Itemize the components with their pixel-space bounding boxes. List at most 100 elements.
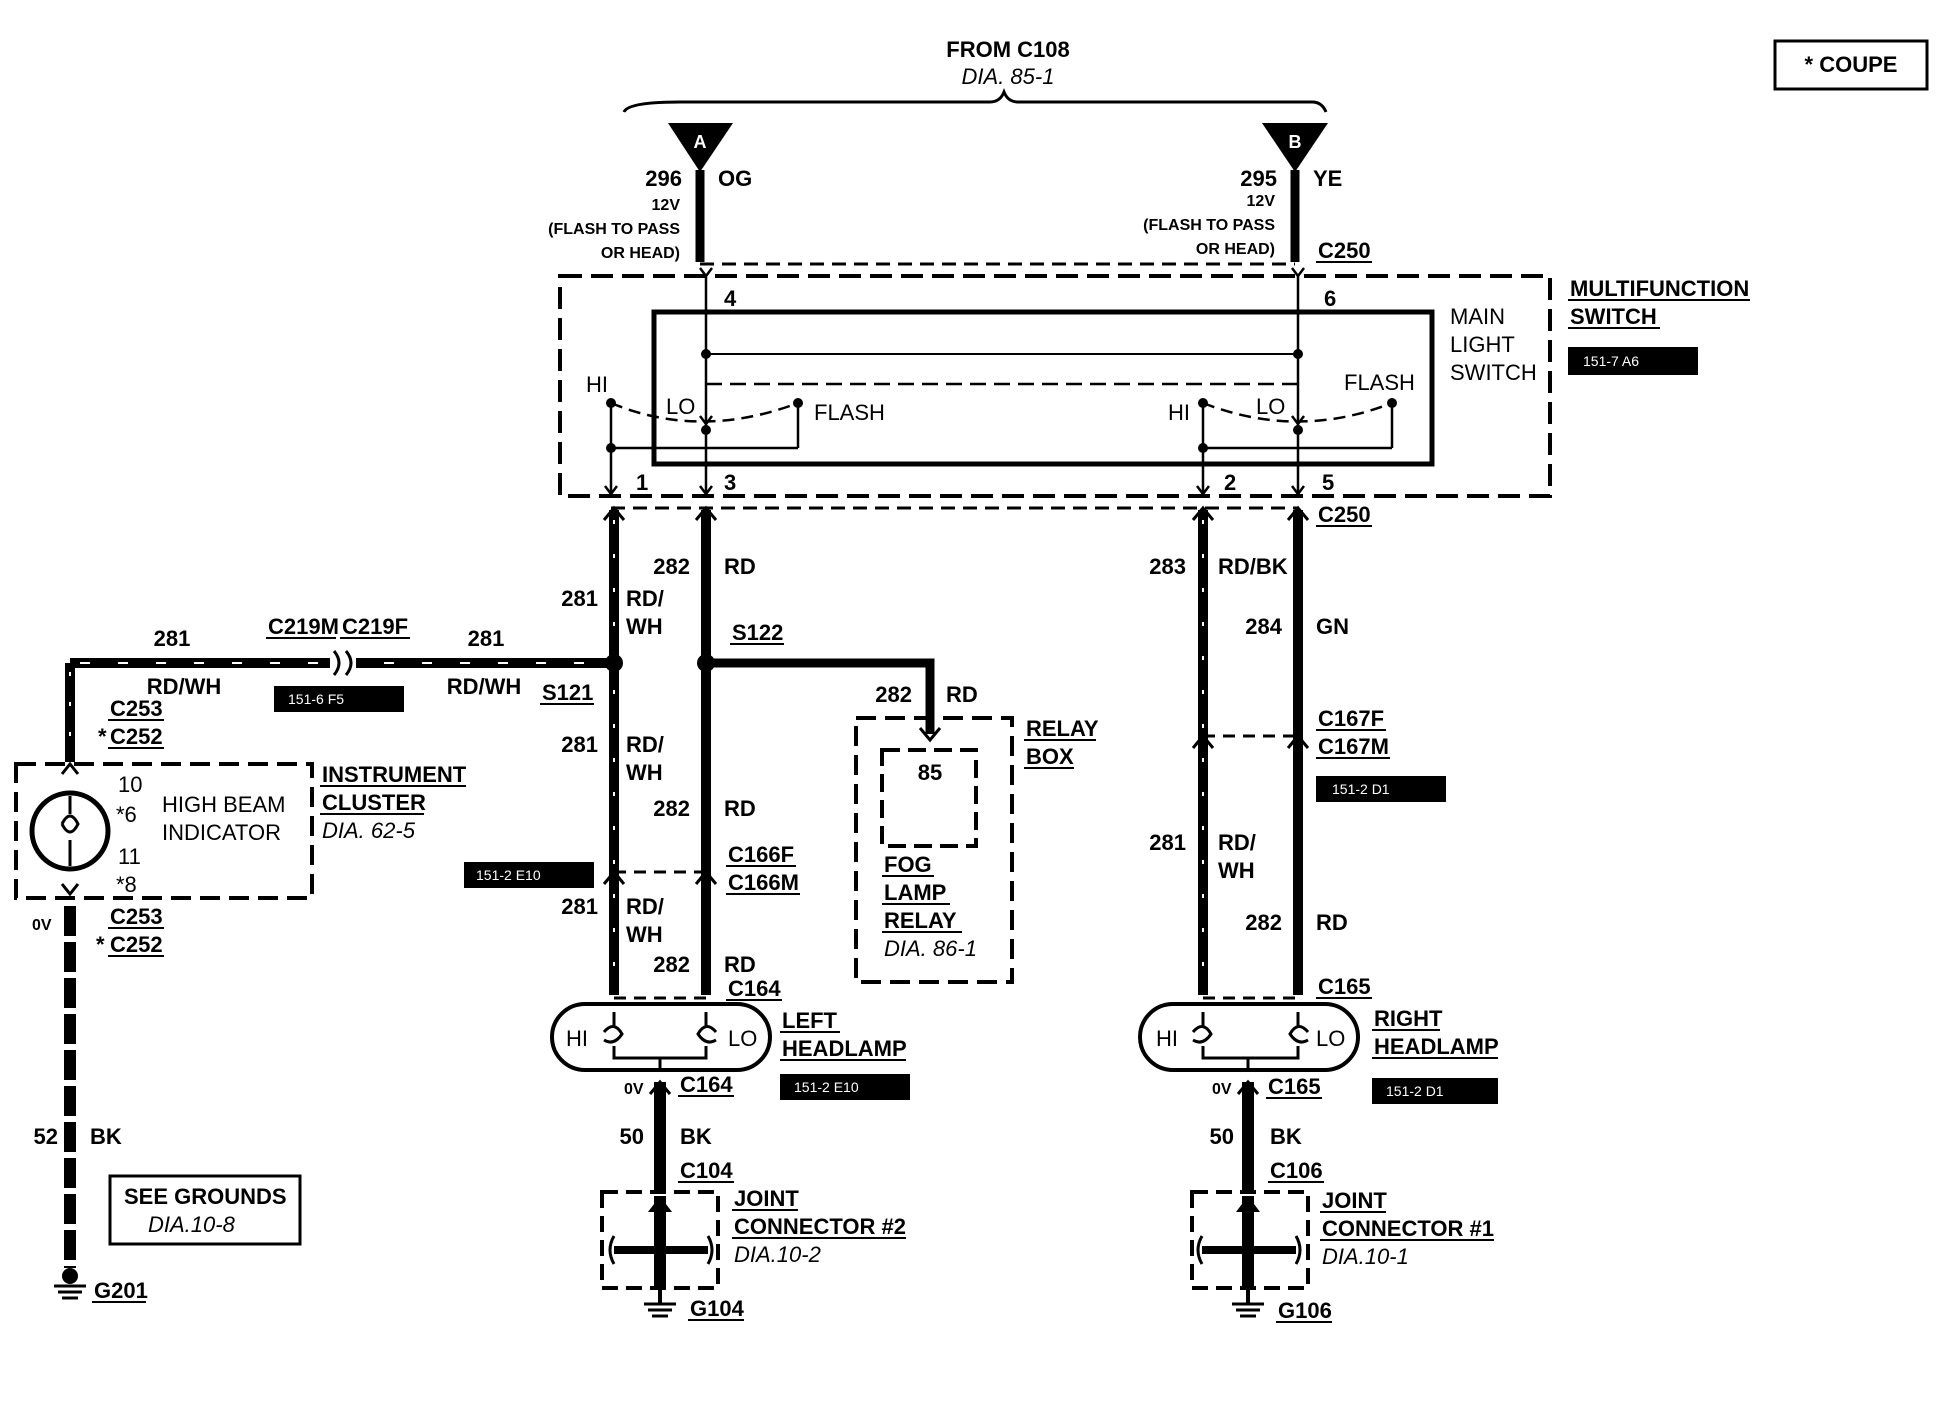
right-switch-flash: FLASH xyxy=(1344,370,1415,395)
c252-bottom-label: C252 xyxy=(110,932,163,957)
wire-296-circuit: 296 xyxy=(645,166,682,191)
wire-295-desc2: OR HEAD) xyxy=(1196,241,1275,258)
relay-box-label-2: BOX xyxy=(1026,744,1074,769)
high-beam-filament-icon xyxy=(60,796,80,866)
coupe-legend-text: * COUPE xyxy=(1805,52,1898,77)
left-282-color-2: RD xyxy=(724,796,756,821)
multifunction-switch-box xyxy=(558,274,1552,498)
left-282-circuit-1: 282 xyxy=(653,554,690,579)
cluster-label-1: INSTRUMENT xyxy=(322,762,467,787)
joint-connector-2: JOINT CONNECTOR #2 DIA.10-2 xyxy=(600,1186,906,1290)
c166-right-arrow xyxy=(694,869,718,885)
c106-label: C106 xyxy=(1270,1158,1323,1183)
wire-50-right-arrow xyxy=(1236,1079,1260,1095)
ground-g201: G201 xyxy=(54,1268,148,1303)
wire-50-left-arrow xyxy=(648,1079,672,1095)
left-0v: 0V xyxy=(624,1081,644,1098)
cluster-bottom-arrow xyxy=(60,883,80,897)
left-lo-arrow xyxy=(699,415,713,427)
cluster-label-2: CLUSTER xyxy=(322,790,426,815)
switch-pin-5-arrow xyxy=(1291,485,1305,497)
relay-282-color: RD xyxy=(946,682,978,707)
c167m-label: C167M xyxy=(1318,734,1389,759)
splice-s121-label: S121 xyxy=(542,680,593,705)
tag-151-2-d1-top-text: 151-2 D1 xyxy=(1332,781,1390,797)
fog-lamp-relay-label-2: LAMP xyxy=(884,880,946,905)
g106-label: G106 xyxy=(1278,1298,1332,1323)
multifunction-switch: C250 MULTIFUNCTION SWITCH 151-7 A6 MAIN … xyxy=(558,238,1750,498)
switch-feed-right-arrow xyxy=(1291,267,1305,279)
c252-top-star: * xyxy=(98,724,107,749)
c252-bottom-star: * xyxy=(96,932,105,957)
multifunction-label-2: SWITCH xyxy=(1570,304,1657,329)
pin-b-label: B xyxy=(1289,132,1302,152)
wire-281-left-circuit: 281 xyxy=(154,626,191,651)
left-flash-node xyxy=(606,443,616,453)
switch-pin-3-arrow xyxy=(699,485,713,497)
left-281-color-2b: WH xyxy=(626,760,663,785)
pin-a-triangle-icon xyxy=(668,123,733,172)
c166-left-arrow xyxy=(602,869,626,885)
splice-s122-label: S122 xyxy=(732,620,783,645)
right-0v: 0V xyxy=(1212,1081,1232,1098)
cluster-0v: 0V xyxy=(32,917,52,934)
wire-296-voltage: 12V xyxy=(652,197,681,214)
right-headlamp-label-1: RIGHT xyxy=(1374,1006,1443,1031)
wire-50-left-circuit: 50 xyxy=(620,1124,644,1149)
left-282-color-3: RD xyxy=(724,952,756,977)
source-title: FROM C108 xyxy=(946,37,1069,62)
wire-295-desc1: (FLASH TO PASS xyxy=(1143,217,1275,234)
coupe-legend-box xyxy=(1773,39,1929,91)
left-281-color-3a: RD/ xyxy=(626,894,664,919)
c253-bottom-label: C253 xyxy=(110,904,163,929)
joint-2-ends xyxy=(608,1235,714,1265)
c250-bottom-label: C250 xyxy=(1318,502,1371,527)
left-282-circuit-2: 282 xyxy=(653,796,690,821)
left-281-color-2a: RD/ xyxy=(626,732,664,757)
left-headlamp: HI LO LEFT HEADLAMP 151-2 E10 xyxy=(550,1002,910,1100)
left-281-color-1b: WH xyxy=(626,614,663,639)
pin-a-label: A xyxy=(694,132,707,152)
switch-pin-1: 1 xyxy=(636,470,648,495)
tag-151-6-f5-text: 151-6 F5 xyxy=(288,691,344,707)
relay-282-circuit: 282 xyxy=(875,682,912,707)
left-281-color-1a: RD/ xyxy=(626,586,664,611)
right-flash-node xyxy=(1198,443,1208,453)
high-beam-label-2: INDICATOR xyxy=(162,820,281,845)
instrument-cluster: 10 *6 11 *8 HIGH BEAM INDICATOR INSTRUME… xyxy=(14,761,467,900)
switch-pin-3: 3 xyxy=(724,470,736,495)
tag-151-7-a6 xyxy=(1568,347,1698,375)
wire-281-right-color: RD/WH xyxy=(447,674,522,699)
relay-pin-85: 85 xyxy=(918,760,942,785)
main-light-label-1: MAIN xyxy=(1450,304,1505,329)
wire-52-color: BK xyxy=(90,1124,122,1149)
left-281-circuit-1: 281 xyxy=(561,586,598,611)
wire-296-color: OG xyxy=(718,166,752,191)
switch-pin-2: 2 xyxy=(1224,470,1236,495)
switch-pin-6: 6 xyxy=(1324,286,1336,311)
left-switch-flash: FLASH xyxy=(814,400,885,425)
wire-296-desc2: OR HEAD) xyxy=(601,245,680,262)
c252-top-label: C252 xyxy=(110,724,163,749)
wire-295-voltage: 12V xyxy=(1247,193,1276,210)
right-283-circuit: 283 xyxy=(1149,554,1186,579)
left-headlamp-lo: LO xyxy=(728,1026,757,1051)
g104-label: G104 xyxy=(690,1296,745,1321)
coupe-legend: * COUPE xyxy=(1773,39,1929,91)
switch-node-right xyxy=(1293,349,1303,359)
fog-lamp-relay-label-1: FOG xyxy=(884,852,932,877)
switch-feed-left-arrow xyxy=(699,267,713,279)
pin-b-triangle-icon xyxy=(1262,123,1328,172)
left-switch-arc xyxy=(610,401,799,423)
right-switch-lo: LO xyxy=(1256,394,1285,419)
wire-50-right-color: BK xyxy=(1270,1124,1302,1149)
wire-281-left-top-arrow xyxy=(602,505,626,521)
tag-151-2-d1-bottom xyxy=(1372,1078,1498,1104)
left-282-color-1: RD xyxy=(724,554,756,579)
wire-295-circuit: 295 xyxy=(1240,166,1277,191)
joint-1-ends xyxy=(1196,1235,1302,1265)
left-headlamp-label-2: HEADLAMP xyxy=(782,1036,907,1061)
c167-right-arrow xyxy=(1286,733,1310,749)
